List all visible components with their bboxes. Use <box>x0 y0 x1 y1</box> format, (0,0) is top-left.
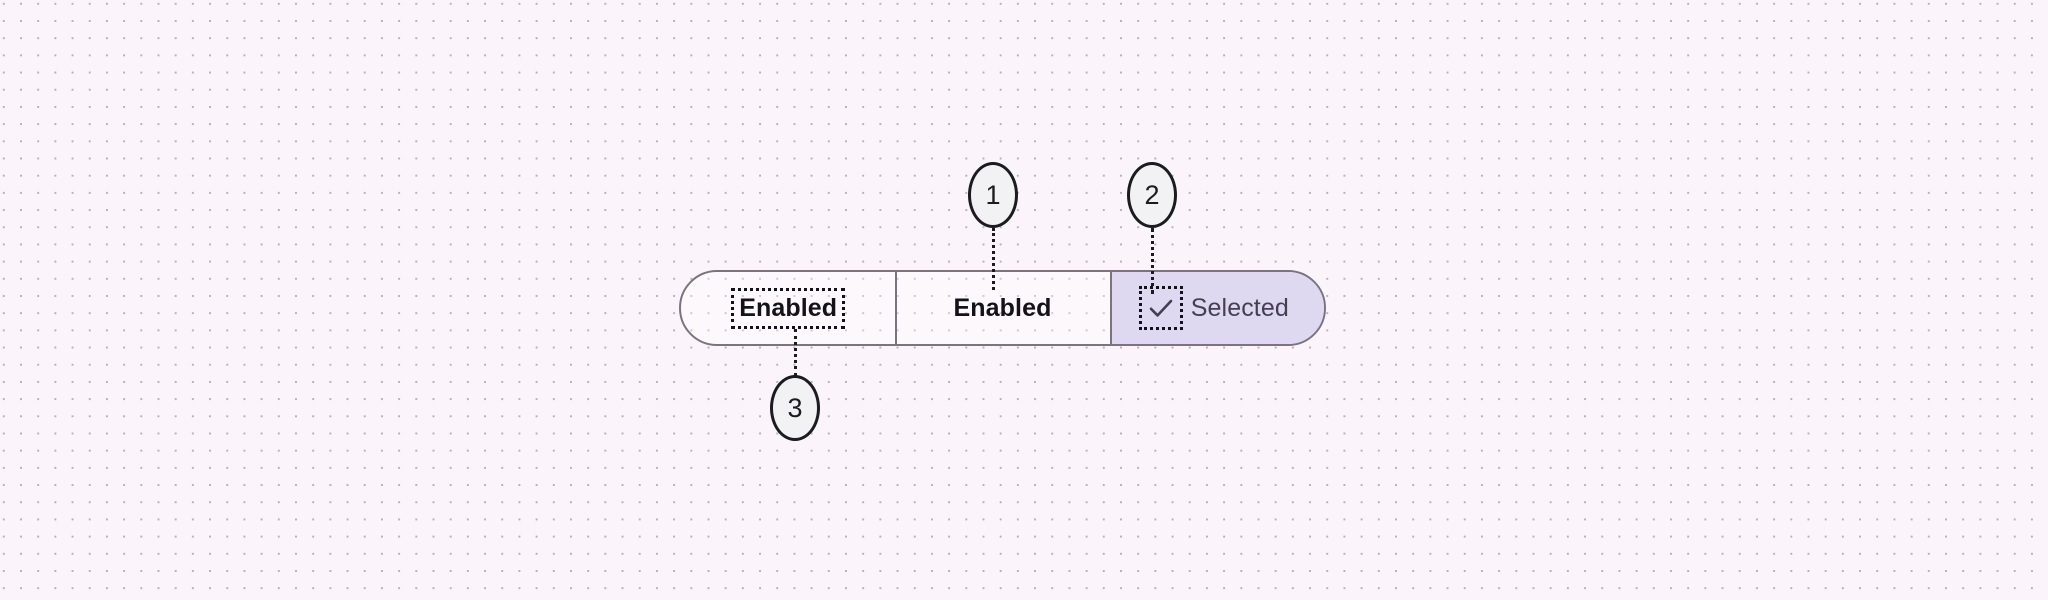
callout-badge-2: 2 <box>1127 162 1177 228</box>
segmented-control[interactable]: Enabled Enabled Selected <box>679 270 1326 346</box>
segment-enabled-focused[interactable]: Enabled <box>681 272 895 344</box>
check-icon <box>1138 286 1183 330</box>
leader-line-1 <box>992 228 995 290</box>
segment-enabled[interactable]: Enabled <box>895 272 1109 344</box>
callout-badge-3: 3 <box>770 375 820 441</box>
segment-selected[interactable]: Selected <box>1109 272 1324 344</box>
segment-label: Selected <box>1190 293 1289 322</box>
segment-label: Enabled <box>731 287 846 329</box>
leader-line-3 <box>794 329 797 376</box>
leader-line-2 <box>1151 228 1154 294</box>
segment-label: Enabled <box>953 293 1052 322</box>
callout-badge-1: 1 <box>968 162 1018 228</box>
